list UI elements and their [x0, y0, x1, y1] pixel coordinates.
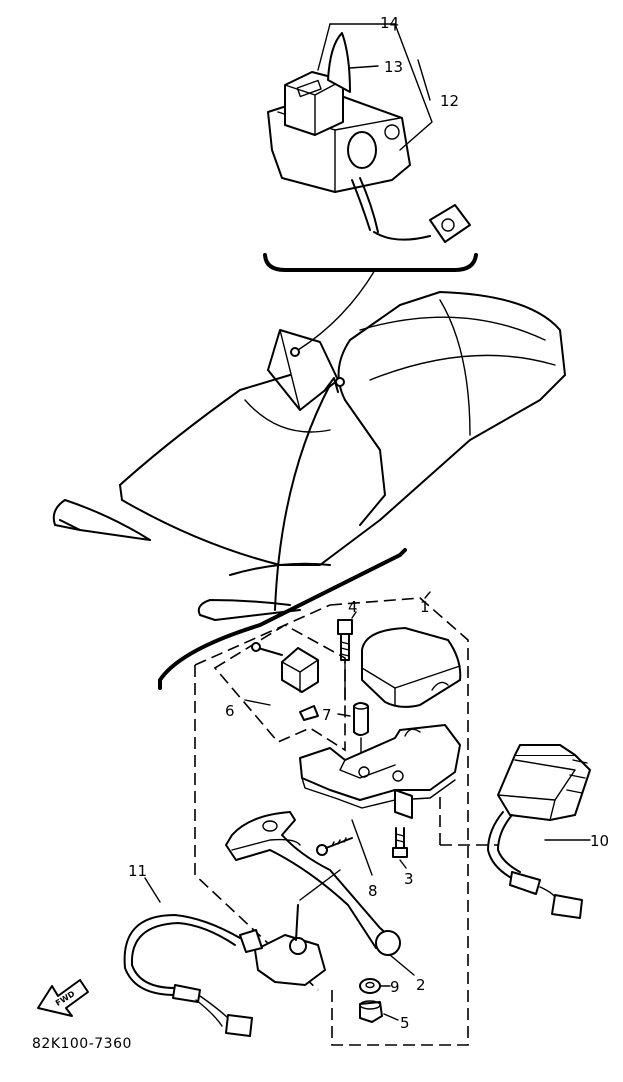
callout-11: 11: [128, 862, 147, 880]
stop-switch-part-11: [239, 904, 326, 986]
callout-13: 13: [384, 58, 403, 76]
callout-12: 12: [440, 92, 459, 110]
nut-part-5: [359, 1000, 383, 1023]
bolt-part-3: [392, 827, 408, 858]
callout-9: 9: [390, 978, 400, 996]
forward-arrow-icon: FWD: [37, 979, 89, 1017]
lever-bracket: [299, 724, 461, 819]
callout-14: 14: [380, 14, 399, 32]
screw-part-8: [316, 837, 353, 856]
switch-box-assembly: [267, 32, 471, 243]
callout-4: 4: [348, 598, 358, 616]
snowmobile-outline: [52, 291, 566, 621]
brake-lever-part-2: [225, 811, 401, 956]
drawing-code: 82K100-7360: [32, 1036, 132, 1052]
collar-part-7: [353, 702, 369, 736]
callout-7: 7: [322, 706, 332, 724]
callout-5: 5: [400, 1014, 410, 1032]
switch-block-part-6: [281, 647, 319, 693]
housing-cover: [361, 627, 462, 708]
callout-1: 1: [420, 598, 430, 616]
bolt-part-4: [337, 619, 353, 661]
connector-part-10: [497, 744, 591, 821]
screw-part-6: [251, 642, 283, 656]
callout-10: 10: [590, 832, 609, 850]
washer-part-9: [359, 978, 381, 994]
callout-6: 6: [225, 702, 235, 720]
callout-3: 3: [404, 870, 414, 888]
callout-8: 8: [368, 882, 378, 900]
callout-2: 2: [416, 976, 426, 994]
